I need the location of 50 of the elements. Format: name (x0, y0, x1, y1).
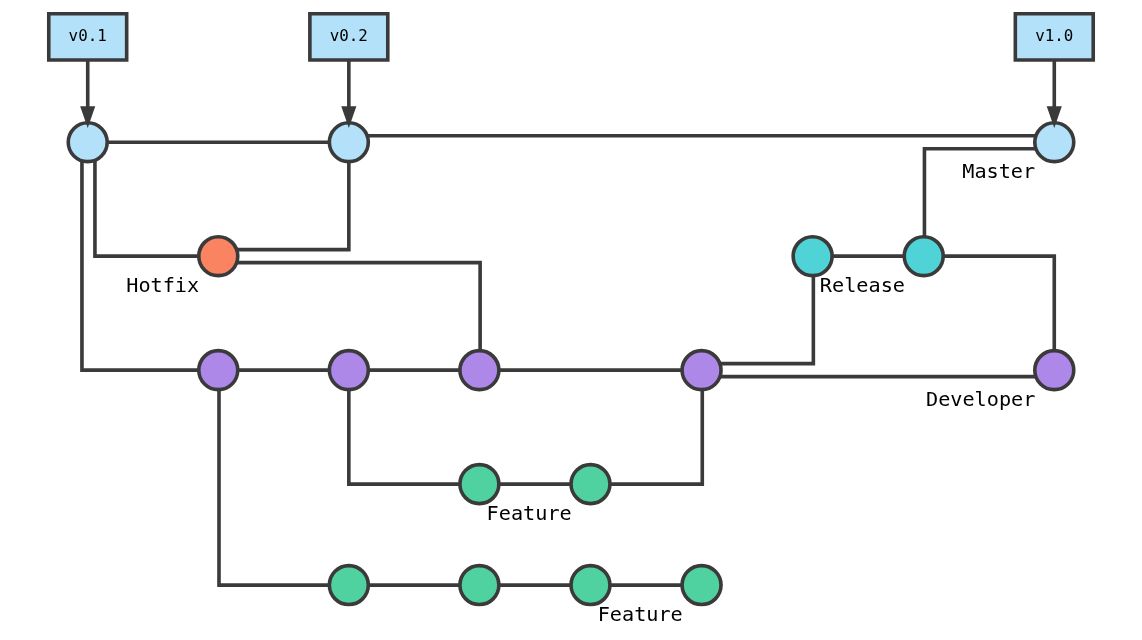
connector (610, 583, 682, 587)
node-circle (327, 563, 371, 607)
node-circle (680, 563, 723, 607)
arrow (1046, 60, 1062, 128)
node-circle (458, 462, 501, 506)
connector (107, 140, 329, 144)
connector (499, 482, 571, 486)
node-label: Release (819, 272, 905, 297)
connector (499, 368, 682, 372)
connector (80, 160, 199, 372)
connector (367, 133, 1036, 138)
node-circle (458, 348, 501, 392)
node-circle (66, 120, 109, 164)
node-label: Feature (597, 601, 683, 626)
connector (238, 368, 330, 372)
connector (922, 146, 1036, 237)
connector (368, 583, 460, 587)
connector (237, 161, 351, 252)
connector (236, 260, 482, 351)
connector (610, 390, 705, 486)
node-circle (197, 234, 240, 278)
connector (93, 160, 199, 258)
node-label: Feature (486, 500, 572, 525)
node-box: v0.2 (308, 12, 390, 62)
connector (217, 389, 330, 587)
connector (720, 374, 1036, 379)
connector (720, 275, 816, 366)
connector (499, 583, 571, 587)
node-circle (1033, 348, 1076, 392)
connector (943, 254, 1057, 351)
node-circle (1033, 120, 1076, 164)
arrow (80, 60, 96, 128)
node-circle (569, 462, 612, 506)
connector (347, 390, 460, 486)
connector (368, 368, 460, 372)
node-circle (327, 120, 371, 164)
node-box: v0.1 (46, 12, 129, 62)
node-box: v1.0 (1013, 12, 1096, 62)
node-label: Developer (926, 386, 1036, 411)
arrow (341, 60, 357, 128)
connector (832, 254, 905, 258)
node-circle (197, 348, 240, 392)
node-circle (680, 348, 723, 392)
node-circle (791, 234, 834, 278)
node-circle (902, 234, 945, 278)
node-circle (327, 348, 371, 392)
node-circle (569, 563, 612, 607)
node-label: Master (962, 158, 1036, 183)
node-circle (458, 563, 501, 607)
node-label: Hotfix (126, 272, 200, 297)
